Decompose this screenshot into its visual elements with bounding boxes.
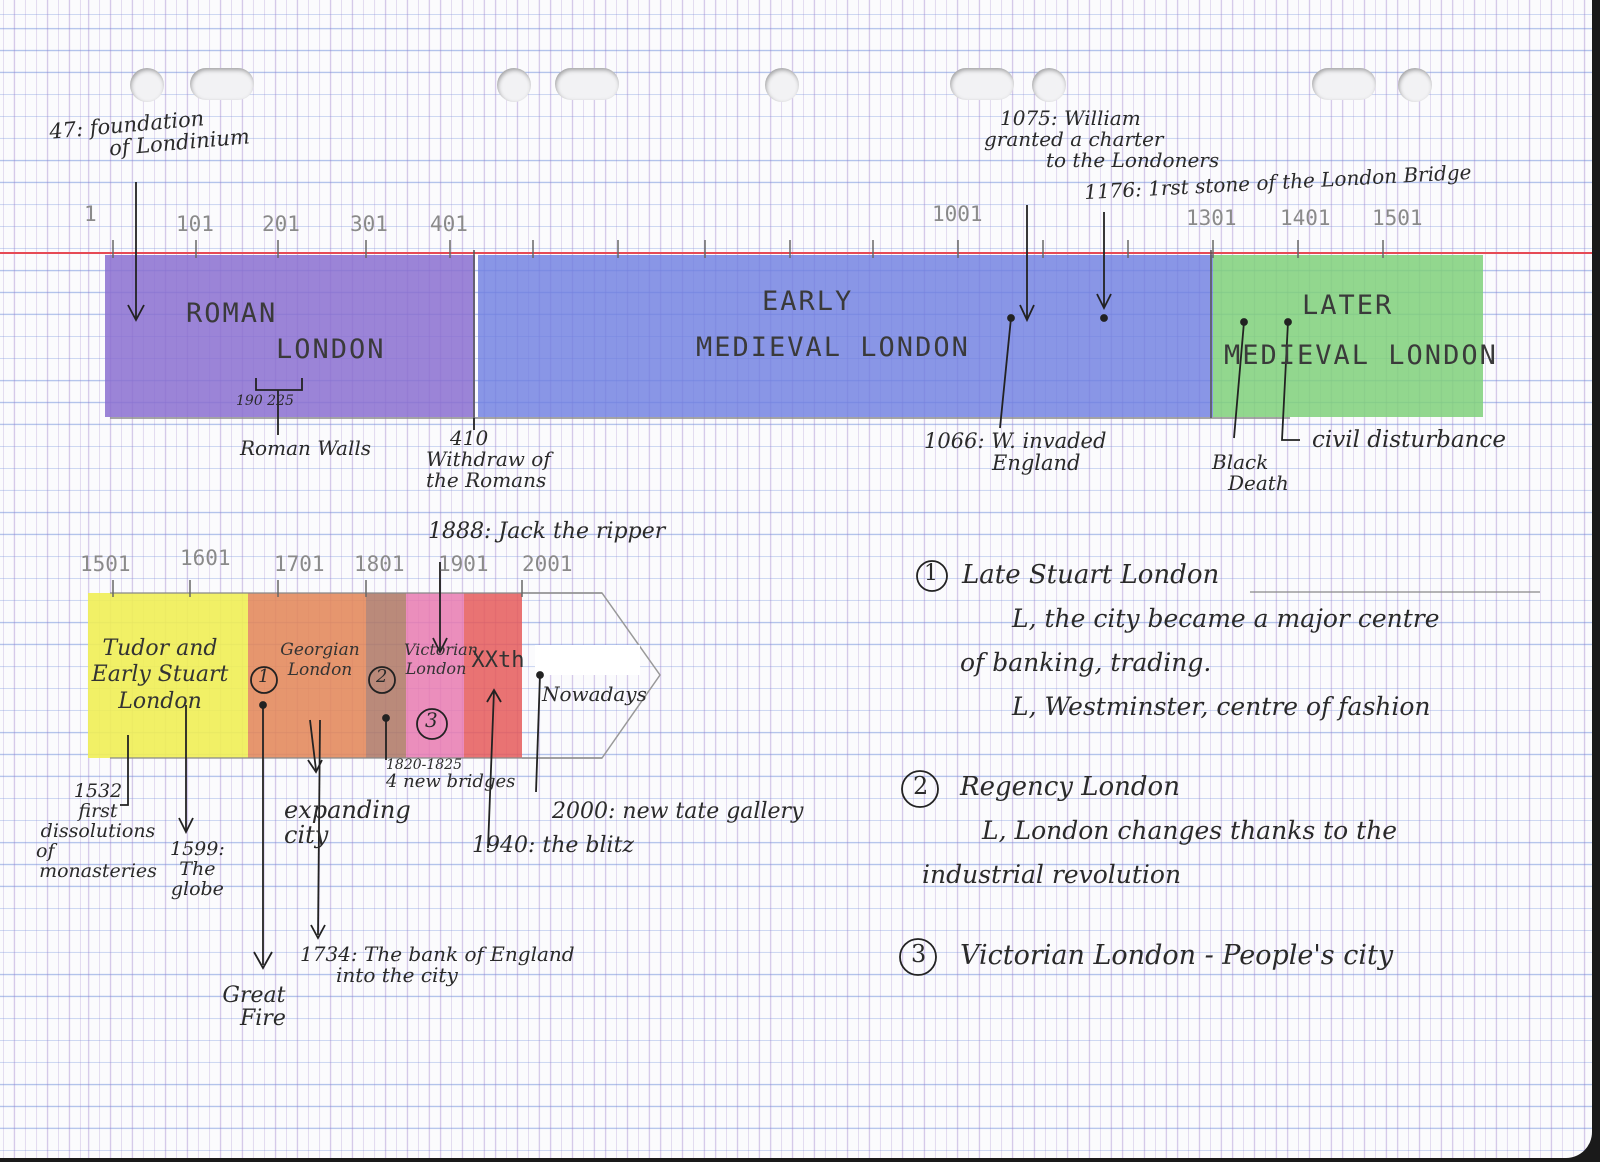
punch-hole bbox=[765, 68, 799, 102]
nowadays-label: Nowadays bbox=[542, 682, 647, 706]
axis-label: 201 bbox=[262, 212, 300, 236]
punch-hole bbox=[130, 68, 164, 102]
note-3-title: Victorian London - People's city bbox=[960, 940, 1394, 971]
note-2-line: industrial revolution bbox=[922, 860, 1182, 889]
axis-label: 1401 bbox=[1280, 206, 1331, 230]
period-band-early-medieval bbox=[478, 255, 1213, 417]
note-1-line: of banking, trading. bbox=[960, 648, 1212, 677]
withdraw-annotation: 410 Withdraw of the Romans bbox=[426, 426, 551, 492]
note-1-title: Late Stuart London bbox=[962, 560, 1220, 590]
axis-label: 401 bbox=[430, 212, 468, 236]
period-label-early-medieval-1: EARLY bbox=[762, 286, 854, 317]
axis-label: 101 bbox=[176, 212, 214, 236]
black-death-annotation: Black Death bbox=[1212, 450, 1289, 495]
segment-label-tudor: Tudor and Early Stuart London bbox=[91, 636, 229, 714]
circle-mark-1: 1 bbox=[258, 666, 270, 687]
note-3-number: 3 bbox=[911, 940, 927, 968]
note-2-number: 2 bbox=[913, 772, 929, 800]
punch-hole bbox=[1398, 68, 1432, 102]
period-label-later-medieval-2: MEDIEVAL LONDON bbox=[1224, 340, 1498, 371]
invasion-annotation: 1066: W. invaded England bbox=[924, 429, 1107, 476]
bank-annotation: 1734: The bank of England into the city bbox=[300, 942, 575, 987]
tate-annotation: 2000: new tate gallery bbox=[552, 799, 804, 824]
axis-label: 1501 bbox=[1372, 206, 1423, 230]
segment-label-victorian: Victorian London bbox=[404, 640, 479, 679]
circle-mark-3: 3 bbox=[425, 708, 438, 732]
segment-georgian bbox=[248, 593, 366, 758]
walls-range: 190 225 bbox=[236, 393, 294, 409]
axis-label: 2001 bbox=[522, 552, 573, 576]
axis-label: 1001 bbox=[932, 202, 983, 226]
bridges-annotation: 1820-1825 4 new bridges bbox=[386, 757, 516, 792]
punch-hole bbox=[950, 68, 1014, 100]
note-1-number: 1 bbox=[924, 561, 938, 586]
note-1-line: L, the city became a major centre bbox=[1012, 604, 1440, 633]
axis-label: 1301 bbox=[1186, 206, 1237, 230]
axis-label: 1601 bbox=[180, 546, 231, 570]
ripper-annotation: 1888: Jack the ripper bbox=[428, 519, 666, 544]
axis-label: 1801 bbox=[354, 552, 405, 576]
axis-label: 1901 bbox=[438, 552, 489, 576]
punch-hole bbox=[1312, 68, 1376, 100]
axis-label: 301 bbox=[350, 212, 388, 236]
period-label-later-medieval-1: LATER bbox=[1302, 290, 1394, 321]
roman-walls-annotation: Roman Walls bbox=[240, 436, 372, 460]
note-1-line: L, Westminster, centre of fashion bbox=[1012, 692, 1431, 721]
period-label-early-medieval-2: MEDIEVAL LONDON bbox=[696, 332, 970, 363]
period-label-roman-2: LONDON bbox=[276, 334, 386, 365]
dissolutions-annotation: 1532 first dissolutions of monasteries bbox=[36, 780, 157, 882]
punch-hole bbox=[1032, 68, 1066, 102]
segment-victorian bbox=[406, 593, 464, 758]
punch-hole bbox=[497, 68, 531, 102]
expanding-city-annotation: expanding city bbox=[284, 796, 411, 850]
segment-label-georgian: Georgian London bbox=[280, 640, 360, 681]
great-fire-annotation: Great Fire bbox=[222, 983, 286, 1032]
globe-annotation: 1599: The globe bbox=[170, 838, 225, 900]
segment-tudor bbox=[88, 593, 248, 758]
circle-mark-2: 2 bbox=[376, 666, 388, 687]
red-margin-line bbox=[0, 252, 1592, 254]
axis-label: 1501 bbox=[80, 552, 131, 576]
axis-label: 1 bbox=[84, 202, 97, 226]
punch-hole bbox=[555, 68, 619, 100]
segment-label-twentieth: XXth bbox=[471, 648, 525, 673]
note-2-title: Regency London bbox=[960, 772, 1180, 802]
civil-disturbance-annotation: civil disturbance bbox=[1312, 427, 1506, 453]
blitz-annotation: 1940: the blitz bbox=[472, 833, 635, 858]
axis-label: 1701 bbox=[274, 552, 325, 576]
punch-hole bbox=[190, 68, 254, 100]
period-label-roman-1: ROMAN bbox=[186, 298, 278, 329]
note-2-line: L, London changes thanks to the bbox=[982, 816, 1398, 845]
period-band-later-medieval bbox=[1213, 255, 1483, 417]
william-charter-annotation: 1075: William granted a charter to the L… bbox=[984, 106, 1220, 172]
